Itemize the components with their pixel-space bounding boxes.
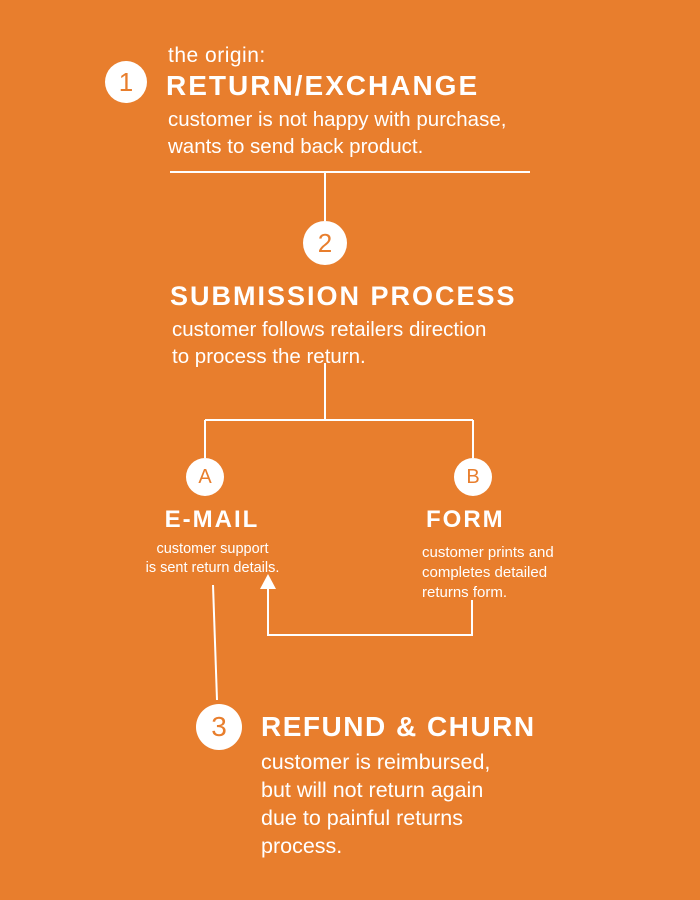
step2-branch-line bbox=[204, 363, 474, 458]
step1-description: customer is not happy with purchase, wan… bbox=[168, 108, 507, 158]
branch-a-badge: A bbox=[186, 458, 224, 496]
branch-b-title: FORM bbox=[426, 506, 505, 533]
step2-badge: 2 bbox=[303, 221, 347, 265]
branch-b-badge: B bbox=[454, 458, 492, 496]
step2-title: SUBMISSION PROCESS bbox=[170, 281, 517, 311]
step1-kicker: the origin: bbox=[168, 44, 266, 67]
branch-a-title: E-MAIL bbox=[164, 506, 260, 533]
step3-title: REFUND & CHURN bbox=[261, 711, 536, 742]
branch-b-description: customer prints and completes detailed r… bbox=[422, 544, 554, 601]
step1-badge: 1 bbox=[105, 61, 147, 103]
step2-description: customer follows retailers direction to … bbox=[172, 318, 487, 368]
branch-a-description: customer support is sent return details. bbox=[145, 541, 280, 576]
step1-title: RETURN/EXCHANGE bbox=[166, 70, 480, 101]
step3-description: customer is reimbursed, but will not ret… bbox=[261, 750, 491, 858]
step3-badge: 3 bbox=[196, 704, 242, 750]
email-to-step3-line bbox=[212, 584, 218, 701]
